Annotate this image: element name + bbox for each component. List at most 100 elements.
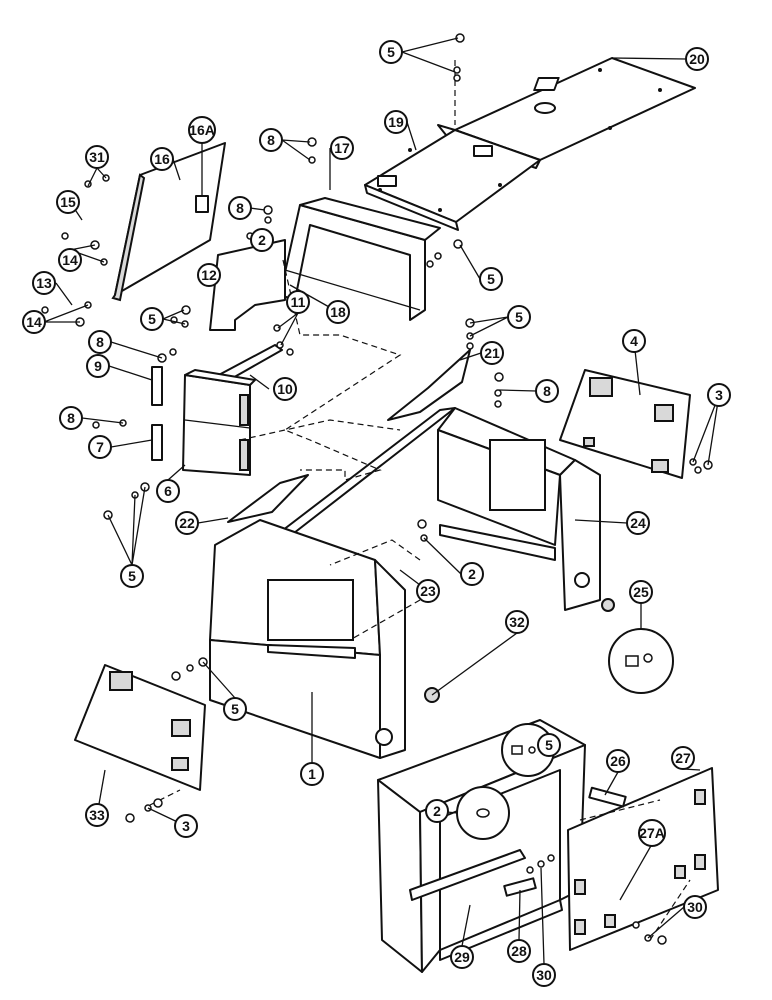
inner-box-6 — [182, 369, 256, 476]
callout-text: 23 — [420, 583, 436, 599]
callout-16: 16 — [150, 147, 174, 171]
callout-text: 16 — [154, 151, 170, 167]
callout-text: 5 — [515, 309, 523, 325]
callout-18: 18 — [326, 300, 350, 324]
callout-10: 10 — [273, 377, 297, 401]
callout-text: 8 — [543, 383, 551, 399]
callout-text: 25 — [633, 584, 649, 600]
callout-text: 27A — [639, 825, 665, 841]
main-housing-1 — [209, 519, 406, 759]
rail-23 — [269, 407, 456, 541]
callout-text: 5 — [387, 44, 395, 60]
callout-5: 5 — [120, 564, 144, 588]
bracket-12 — [209, 239, 286, 331]
detail-circle-2 — [456, 786, 510, 840]
callout-text: 4 — [630, 333, 638, 349]
callout-text: 32 — [509, 614, 525, 630]
callout-text: 8 — [267, 132, 275, 148]
callout-8: 8 — [59, 406, 83, 430]
top-cover-panel-19 — [364, 129, 541, 231]
callout-text: 24 — [630, 515, 646, 531]
callout-text: 21 — [484, 345, 500, 361]
callout-text: 30 — [687, 899, 703, 915]
callout-29: 29 — [450, 945, 474, 969]
callout-text: 16A — [189, 122, 215, 138]
callout-text: 27 — [675, 750, 691, 766]
knob-32b — [601, 598, 615, 612]
callout-2: 2 — [460, 562, 484, 586]
callout-27: 27 — [671, 746, 695, 770]
callout-text: 7 — [96, 439, 104, 455]
callout-text: 2 — [258, 232, 266, 248]
detail-circle-25 — [608, 628, 674, 694]
plate-9 — [151, 366, 163, 406]
callout-text: 3 — [715, 387, 723, 403]
callout-11: 11 — [286, 290, 310, 314]
callout-text: 15 — [60, 194, 76, 210]
callout-19: 19 — [384, 110, 408, 134]
callout-25: 25 — [629, 580, 653, 604]
callout-32: 32 — [505, 610, 529, 634]
front-frame-29 — [377, 719, 586, 973]
callout-20: 20 — [685, 47, 709, 71]
callout-27a: 27A — [638, 819, 666, 847]
callout-16a: 16A — [188, 116, 216, 144]
callout-2: 2 — [425, 799, 449, 823]
left-side-panel-33 — [74, 664, 206, 791]
callout-text: 20 — [689, 51, 705, 67]
hardware — [41, 33, 713, 945]
plate-7 — [151, 424, 163, 461]
callout-text: 22 — [179, 515, 195, 531]
callout-5: 5 — [379, 40, 403, 64]
callout-14: 14 — [58, 248, 82, 272]
callout-text: 2 — [468, 566, 476, 582]
bracket-28 — [503, 877, 537, 897]
callout-text: 1 — [308, 766, 316, 782]
callout-23: 23 — [416, 579, 440, 603]
callout-text: 5 — [231, 701, 239, 717]
callout-text: 2 — [433, 803, 441, 819]
right-side-panel-4 — [559, 369, 691, 479]
callout-21: 21 — [480, 341, 504, 365]
callout-text: 14 — [26, 314, 42, 330]
callout-5: 5 — [140, 307, 164, 331]
callout-text: 19 — [388, 114, 404, 130]
callout-text: 5 — [487, 271, 495, 287]
callout-text: 30 — [536, 967, 552, 983]
callout-3: 3 — [174, 814, 198, 838]
callout-text: 31 — [89, 149, 105, 165]
callout-text: 13 — [36, 275, 52, 291]
callout-2: 2 — [250, 228, 274, 252]
callout-8: 8 — [259, 128, 283, 152]
callout-text: 14 — [62, 252, 78, 268]
callout-13: 13 — [32, 271, 56, 295]
callout-22: 22 — [175, 511, 199, 535]
callout-14: 14 — [22, 310, 46, 334]
callout-text: 17 — [334, 140, 350, 156]
callout-text: 8 — [96, 334, 104, 350]
callout-9: 9 — [86, 354, 110, 378]
callout-text: 5 — [545, 737, 553, 753]
callout-30: 30 — [683, 895, 707, 919]
upper-frame-17 — [279, 197, 441, 321]
bracket-22 — [227, 474, 309, 523]
callout-31: 31 — [85, 145, 109, 169]
callout-8: 8 — [228, 196, 252, 220]
callout-17: 17 — [330, 136, 354, 160]
callout-5: 5 — [537, 733, 561, 757]
callout-5: 5 — [507, 305, 531, 329]
callout-4: 4 — [622, 329, 646, 353]
callout-text: 10 — [277, 381, 293, 397]
leader-lines — [43, 37, 720, 965]
side-panel-16 — [111, 142, 226, 302]
callout-28: 28 — [507, 939, 531, 963]
callout-text: 11 — [291, 294, 306, 310]
callout-30: 30 — [532, 963, 556, 987]
callout-12: 12 — [197, 263, 221, 287]
callout-text: 29 — [454, 949, 470, 965]
callout-24: 24 — [626, 511, 650, 535]
callout-text: 33 — [89, 807, 105, 823]
callout-8: 8 — [88, 330, 112, 354]
